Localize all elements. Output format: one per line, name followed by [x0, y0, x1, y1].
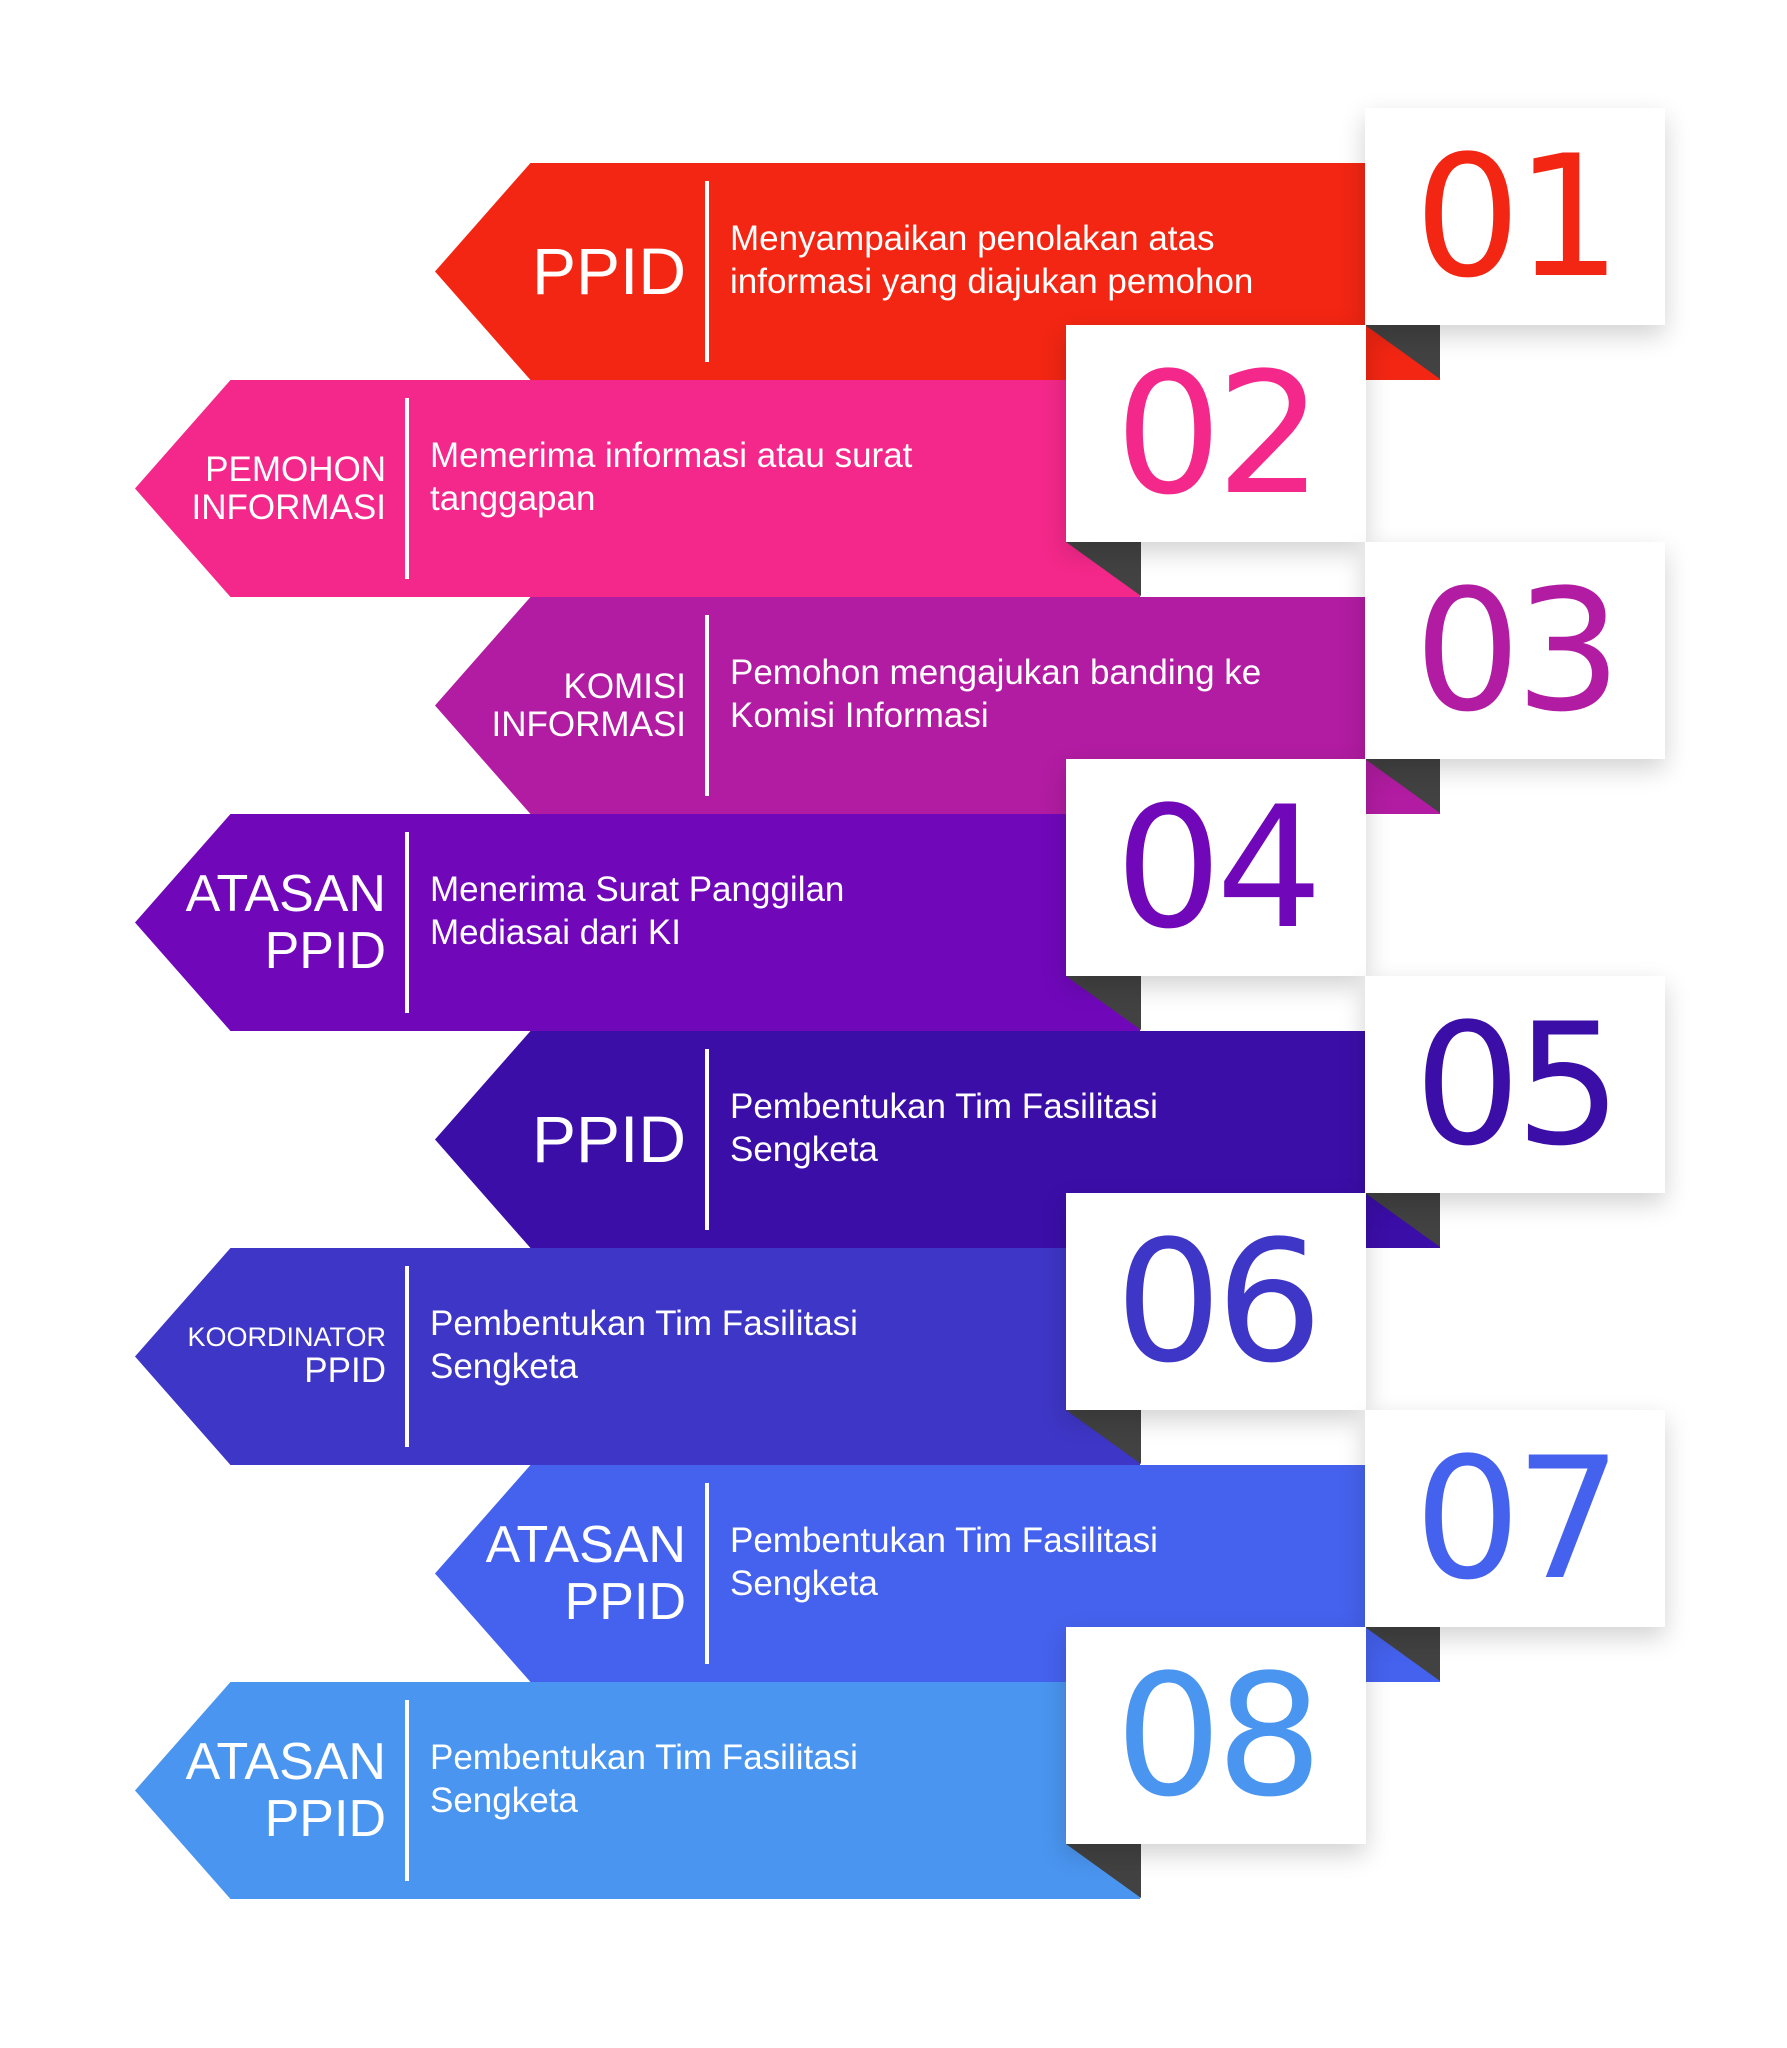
- divider-line: [705, 1049, 709, 1230]
- description-line: Pembentukan Tim Fasilitasi: [430, 1303, 858, 1343]
- step-description: Pembentukan Tim Fasilitasi Sengketa: [430, 1682, 1070, 1899]
- description-line: Pemohon mengajukan banding ke: [730, 652, 1262, 692]
- step-number-box: 04: [1066, 759, 1366, 976]
- actor-line: PPID: [531, 233, 686, 308]
- step-description: Pembentukan Tim Fasilitasi Sengketa: [730, 1465, 1370, 1682]
- divider-line: [705, 181, 709, 362]
- step-banner: [135, 380, 1140, 597]
- step-number: 08: [1115, 1637, 1323, 1834]
- step-number: 06: [1115, 1203, 1323, 1400]
- step-number: 03: [1414, 552, 1622, 749]
- actor-line: INFORMASI: [191, 487, 386, 527]
- description-line: Menyampaikan penolakan atas: [730, 218, 1215, 258]
- step-actor: KOORDINATOR PPID: [86, 1248, 386, 1465]
- actor-line: ATASAN: [485, 1516, 686, 1575]
- actor-line: PPID: [304, 1351, 386, 1391]
- step-actor: ATASAN PPID: [386, 1465, 686, 1682]
- step-number-box: 06: [1066, 1193, 1366, 1410]
- step-description: Memerima informasi atau surat tanggapan: [430, 380, 1070, 597]
- actor-line: KOORDINATOR: [187, 1322, 386, 1353]
- step-description: Pembentukan Tim Fasilitasi Sengketa: [430, 1248, 1070, 1465]
- description-line: Menerima Surat Panggilan: [430, 869, 845, 909]
- description-line: Sengketa: [730, 1129, 878, 1169]
- step-number: 05: [1414, 986, 1622, 1183]
- divider-line: [705, 615, 709, 796]
- step-banner: [135, 1682, 1140, 1899]
- step-number-box: 01: [1365, 108, 1665, 325]
- description-line: Memerima informasi atau surat: [430, 435, 913, 475]
- step-description: Pemohon mengajukan banding ke Komisi Inf…: [730, 597, 1370, 814]
- description-line: informasi yang diajukan pemohon: [730, 261, 1254, 301]
- step-04: 04 ATASAN PPID Menerima Surat Panggilan …: [0, 759, 1787, 1031]
- step-03: 03 KOMISI INFORMASI Pemohon mengajukan b…: [0, 542, 1787, 814]
- step-actor: PEMOHON INFORMASI: [86, 380, 386, 597]
- step-number: 01: [1414, 118, 1622, 315]
- divider-line: [405, 832, 409, 1013]
- description-line: Pembentukan Tim Fasilitasi: [730, 1086, 1158, 1126]
- step-banner: [135, 814, 1140, 1031]
- step-banner: [135, 1248, 1140, 1465]
- actor-line: PPID: [264, 1789, 386, 1848]
- step-number-box: 03: [1365, 542, 1665, 759]
- step-05: 05 PPID Pembentukan Tim Fasilitasi Sengk…: [0, 976, 1787, 1248]
- description-line: Pembentukan Tim Fasilitasi: [430, 1737, 858, 1777]
- step-actor: ATASAN PPID: [86, 814, 386, 1031]
- divider-line: [405, 398, 409, 579]
- actor-line: ATASAN: [185, 865, 386, 924]
- divider-line: [705, 1483, 709, 1664]
- step-number-box: 05: [1365, 976, 1665, 1193]
- actor-line: PPID: [564, 1572, 686, 1631]
- description-line: Sengketa: [430, 1780, 578, 1820]
- step-number-box: 02: [1066, 325, 1366, 542]
- step-description: Menyampaikan penolakan atas informasi ya…: [730, 163, 1370, 380]
- description-line: Sengketa: [730, 1563, 878, 1603]
- actor-line: KOMISI: [563, 666, 686, 706]
- actor-line: ATASAN: [185, 1733, 386, 1792]
- step-actor: PPID: [386, 1031, 686, 1248]
- description-line: Komisi Informasi: [730, 695, 989, 735]
- description-line: Pembentukan Tim Fasilitasi: [730, 1520, 1158, 1560]
- step-actor: PPID: [386, 163, 686, 380]
- actor-line: PPID: [531, 1101, 686, 1176]
- step-number: 02: [1115, 335, 1323, 532]
- step-07: 07 ATASAN PPID Pembentukan Tim Fasilitas…: [0, 1410, 1787, 1682]
- step-08: 08 ATASAN PPID Pembentukan Tim Fasilitas…: [0, 1627, 1787, 1899]
- step-actor: KOMISI INFORMASI: [386, 597, 686, 814]
- step-06: 06 KOORDINATOR PPID Pembentukan Tim Fasi…: [0, 1193, 1787, 1465]
- step-number-box: 07: [1365, 1410, 1665, 1627]
- step-number: 07: [1414, 1420, 1622, 1617]
- step-02: 02 PEMOHON INFORMASI Memerima informasi …: [0, 325, 1787, 597]
- step-01: 01 PPID Menyampaikan penolakan atas info…: [0, 108, 1787, 380]
- description-line: Mediasai dari KI: [430, 912, 681, 952]
- actor-line: PEMOHON: [205, 449, 386, 489]
- step-actor: ATASAN PPID: [86, 1682, 386, 1899]
- description-line: Sengketa: [430, 1346, 578, 1386]
- divider-line: [405, 1266, 409, 1447]
- description-line: tanggapan: [430, 478, 596, 518]
- actor-line: PPID: [264, 921, 386, 980]
- actor-line: INFORMASI: [491, 704, 686, 744]
- divider-line: [405, 1700, 409, 1881]
- step-description: Menerima Surat Panggilan Mediasai dari K…: [430, 814, 1070, 1031]
- step-number: 04: [1115, 769, 1323, 966]
- step-description: Pembentukan Tim Fasilitasi Sengketa: [730, 1031, 1370, 1248]
- step-number-box: 08: [1066, 1627, 1366, 1844]
